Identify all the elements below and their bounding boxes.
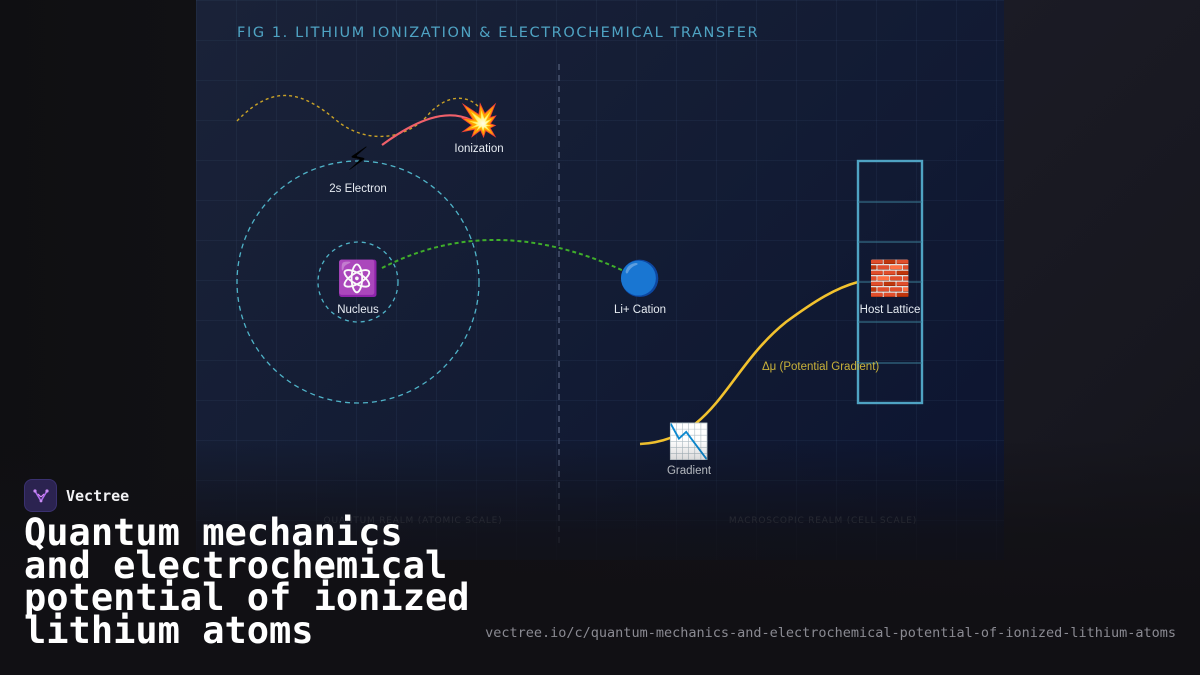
figure-title: FIG 1. LITHIUM IONIZATION & ELECTROCHEMI… [237,25,760,41]
lightning-icon: ⚡ [346,140,370,178]
outer-orbit [236,160,480,404]
page-url[interactable]: vectree.io/c/quantum-mechanics-and-elect… [485,625,1176,641]
ionization-label: Ionization [454,143,504,155]
blue-circle-icon: 🔵 [618,259,662,299]
potential-gradient-curve [639,280,859,446]
brand-name: Vectree [66,486,130,505]
chart-decreasing-icon: 📉 [667,422,711,462]
collision-icon: 💥 [459,101,499,139]
gradient-label: Gradient [666,465,712,477]
ion-transfer-path [381,238,627,273]
potential-gradient-label: Δμ (Potential Gradient) [762,361,880,373]
ionization-path [381,114,472,146]
headline: Quantum mechanics and electrochemical po… [24,511,470,652]
electron-wave-path [236,94,482,138]
cation-label: Li+ Cation [613,304,667,316]
atom-icon: ⚛️ [336,259,380,299]
right-background [1004,0,1200,675]
macroscopic-realm-label: MACROSCOPIC REALM (CELL SCALE) [728,516,918,526]
lattice-label: Host Lattice [859,304,921,316]
brand: Vectree [24,479,129,512]
figure-panel: FIG 1. LITHIUM IONIZATION & ELECTROCHEMI… [196,0,1004,560]
nucleus-label: Nucleus [337,304,379,316]
electron-label: 2s Electron [329,183,387,195]
vectree-logo-mark [32,488,49,502]
brick-icon: 🧱 [868,259,912,299]
inner-orbit [317,241,399,323]
vectree-logo-icon [24,479,57,512]
